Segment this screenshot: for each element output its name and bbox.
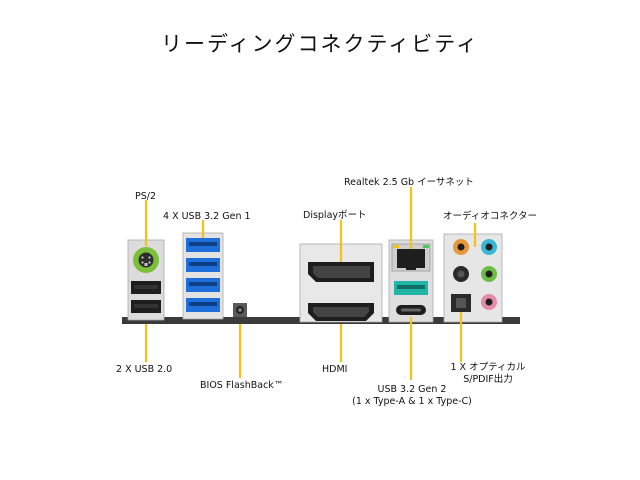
label-displayport: Displayポート: [303, 210, 367, 221]
label-spdif-line2: S/PDIF出力: [463, 374, 513, 385]
label-spdif: 1 X オプティカル S/PDIF出力: [438, 362, 538, 386]
label-bios: BIOS FlashBack™: [200, 380, 284, 391]
label-usb32gen2-line2: (1 x Type-A & 1 x Type-C): [352, 396, 472, 407]
label-usb32gen1: 4 X USB 3.2 Gen 1: [163, 211, 251, 222]
bios-flashback-button: [233, 303, 247, 317]
label-usb32gen2-line1: USB 3.2 Gen 2: [377, 384, 447, 395]
ethernet-usb-gen2-stack: [388, 239, 434, 323]
label-audio: オーディオコネクター: [443, 211, 537, 222]
video-outputs: [299, 243, 383, 323]
audio-stack: [443, 233, 503, 323]
label-ethernet: Realtek 2.5 Gb イーサネット: [344, 177, 474, 188]
label-usb20: 2 X USB 2.0: [116, 364, 173, 375]
label-hdmi: HDMI: [322, 364, 348, 375]
label-usb32gen2: USB 3.2 Gen 2 (1 x Type-A & 1 x Type-C): [346, 384, 478, 408]
usb32gen1-stack: [182, 232, 224, 320]
diagram-title: リーディングコネクティビティ: [160, 32, 479, 56]
label-ps2: PS/2: [135, 191, 157, 202]
ps2-usb20-stack: [127, 239, 165, 321]
label-spdif-line1: 1 X オプティカル: [450, 362, 526, 373]
